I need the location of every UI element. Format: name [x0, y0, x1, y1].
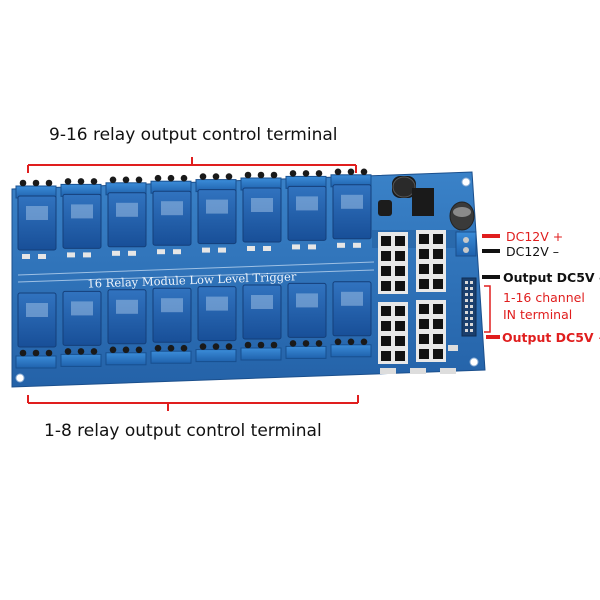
control-section [372, 176, 477, 374]
bottom-terminal-callout: 1-8 relay output control terminal [44, 421, 322, 441]
bottom-terminal-3 [105, 346, 147, 366]
relay-8 [332, 281, 372, 337]
in-terminal-label-line2: IN terminal [503, 307, 573, 322]
relay-5 [197, 286, 237, 342]
top-terminal-5 [195, 173, 237, 193]
bottom-bracket [27, 395, 359, 411]
relay-4 [152, 287, 192, 343]
bottom-terminal-5 [195, 343, 237, 363]
in-terminal-label: 1-16 channel IN terminal [503, 289, 595, 323]
bottom-relay-row [17, 281, 372, 348]
top-terminal-8 [330, 168, 372, 188]
bottom-terminal-2 [60, 348, 102, 367]
top-relay-row [17, 184, 372, 259]
top-terminal-6 [240, 171, 282, 191]
relay-11 [242, 187, 282, 251]
relay-3 [107, 289, 147, 345]
top-terminal-7 [285, 170, 327, 189]
output-dc5v-plus-label: Output DC5V + [502, 330, 600, 345]
relay-15 [62, 193, 102, 258]
bottom-terminal-4 [150, 344, 192, 364]
bottom-terminal-8 [330, 338, 372, 358]
top-terminal-strip [15, 168, 372, 199]
bottom-terminal-strip [15, 338, 372, 369]
top-terminal-3 [105, 176, 147, 196]
top-terminal-2 [60, 178, 102, 197]
top-bracket [27, 157, 357, 173]
dc12v-plus-label: DC12V + [506, 229, 564, 244]
relay-7 [287, 282, 327, 338]
relay-1 [17, 292, 57, 348]
in-terminal-bracket [484, 285, 491, 333]
optocoupler-2 [416, 230, 446, 292]
optocoupler-1 [378, 232, 408, 294]
in-terminal-label-line1: 1-16 channel [503, 290, 585, 305]
output-dc5v-minus-label: Output DC5V - [503, 270, 600, 285]
relay-16 [17, 195, 57, 259]
bottom-terminal-6 [240, 341, 282, 361]
relay-10 [287, 185, 327, 250]
top-terminal-1 [15, 179, 57, 199]
relay-9 [332, 184, 372, 248]
top-terminal-callout: 9-16 relay output control terminal [49, 125, 338, 145]
relay-13 [152, 190, 192, 255]
relay-6 [242, 284, 282, 340]
bottom-terminal-7 [285, 340, 327, 359]
top-terminal-4 [150, 174, 192, 194]
optocoupler-3 [378, 302, 408, 364]
optocoupler-4 [416, 300, 446, 362]
relay-2 [62, 290, 102, 346]
relay-12 [197, 189, 237, 253]
bottom-terminal-1 [15, 349, 57, 369]
dc12v-minus-label: DC12V – [506, 244, 560, 259]
relay-14 [107, 192, 147, 256]
